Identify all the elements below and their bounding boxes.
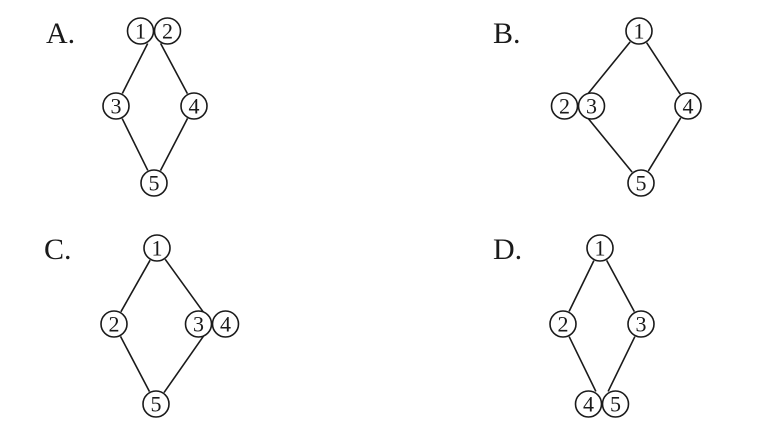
node-circle	[180, 92, 208, 120]
option-a-node-1: 1	[126, 17, 155, 45]
option-a-edge-left-bottom	[121, 118, 149, 171]
option-d-node-1: 1	[586, 234, 614, 262]
option-c-edge-left-bottom	[119, 336, 151, 392]
option-a-node-2: 2	[153, 17, 182, 45]
option-d-edges	[568, 259, 636, 392]
option-a-node-4: 4	[180, 92, 208, 120]
option-c-edge-top-right	[164, 258, 205, 314]
node-number: 4	[583, 392, 594, 417]
option-b-node-3: 3	[577, 92, 606, 120]
node-circle	[142, 390, 170, 418]
option-b-edge-top-right	[645, 42, 682, 95]
node-number: 4	[683, 94, 694, 119]
option-c-edge-top-left	[120, 259, 151, 313]
node-number: 2	[109, 312, 120, 337]
option-b-node-5: 5	[627, 169, 655, 197]
node-circle	[550, 92, 579, 120]
node-circle	[674, 92, 702, 120]
option-d-node-3: 3	[627, 310, 655, 338]
node-number: 3	[586, 94, 597, 119]
option-b-edge-left-bottom	[586, 116, 633, 173]
option-c-edge-right-bottom	[163, 335, 205, 393]
option-d-edge-right-bottom	[607, 336, 636, 392]
option-d-label: D.	[493, 233, 522, 266]
option-b-edge-top-left	[586, 41, 631, 96]
option-c-node-4: 4	[211, 310, 240, 338]
option-d-edge-top-right	[605, 259, 636, 313]
option-c-node-5: 5	[142, 390, 170, 418]
option-b-label: B.	[493, 17, 521, 50]
option-b-node-1: 1	[625, 17, 653, 45]
option-b-edges	[586, 41, 682, 173]
option-a-edge-top-right	[159, 42, 189, 95]
option-d-node-5: 5	[601, 390, 630, 418]
node-number: 1	[135, 19, 146, 44]
node-number: 5	[149, 171, 160, 196]
option-a-node-3: 3	[102, 92, 130, 120]
node-circle	[574, 390, 603, 418]
option-b-node-4: 4	[674, 92, 702, 120]
node-circle	[153, 17, 182, 45]
option-d-node-2: 2	[549, 310, 577, 338]
option-a-edges	[121, 42, 189, 171]
node-circle	[549, 310, 577, 338]
node-circle	[627, 310, 655, 338]
node-circle	[627, 169, 655, 197]
option-c-label: C.	[44, 233, 72, 266]
node-circle	[102, 92, 130, 120]
node-circle	[126, 17, 155, 45]
node-number: 3	[193, 312, 204, 337]
node-number: 2	[558, 312, 569, 337]
node-number: 2	[162, 19, 173, 44]
option-c-node-1: 1	[143, 234, 171, 262]
node-number: 3	[111, 94, 122, 119]
option-a-label: A.	[46, 17, 75, 50]
option-c-edges	[119, 258, 205, 393]
option-c-node-3: 3	[184, 310, 213, 338]
node-circle	[140, 169, 168, 197]
option-d-node-4: 4	[574, 390, 603, 418]
node-number: 5	[636, 171, 647, 196]
node-circle	[211, 310, 240, 338]
node-circle	[586, 234, 614, 262]
option-d-edge-left-bottom	[568, 336, 597, 392]
node-number: 1	[634, 19, 645, 44]
node-circle	[625, 17, 653, 45]
option-b-node-2: 2	[550, 92, 579, 120]
option-b-edge-right-bottom	[647, 117, 682, 172]
option-a-node-5: 5	[140, 169, 168, 197]
node-circle	[577, 92, 606, 120]
node-number: 5	[610, 392, 621, 417]
node-number: 2	[559, 94, 570, 119]
node-number: 1	[595, 236, 606, 261]
node-number: 4	[220, 312, 231, 337]
node-number: 3	[636, 312, 647, 337]
node-circle	[601, 390, 630, 418]
node-circle	[184, 310, 213, 338]
option-a-edge-top-left	[121, 43, 149, 94]
option-a-edge-right-bottom	[159, 118, 189, 171]
node-circle	[143, 234, 171, 262]
node-number: 1	[152, 236, 163, 261]
option-c-node-2: 2	[100, 310, 128, 338]
node-number: 4	[189, 94, 200, 119]
option-d-edge-top-left	[568, 260, 595, 312]
node-number: 5	[151, 392, 162, 417]
node-circle	[100, 310, 128, 338]
